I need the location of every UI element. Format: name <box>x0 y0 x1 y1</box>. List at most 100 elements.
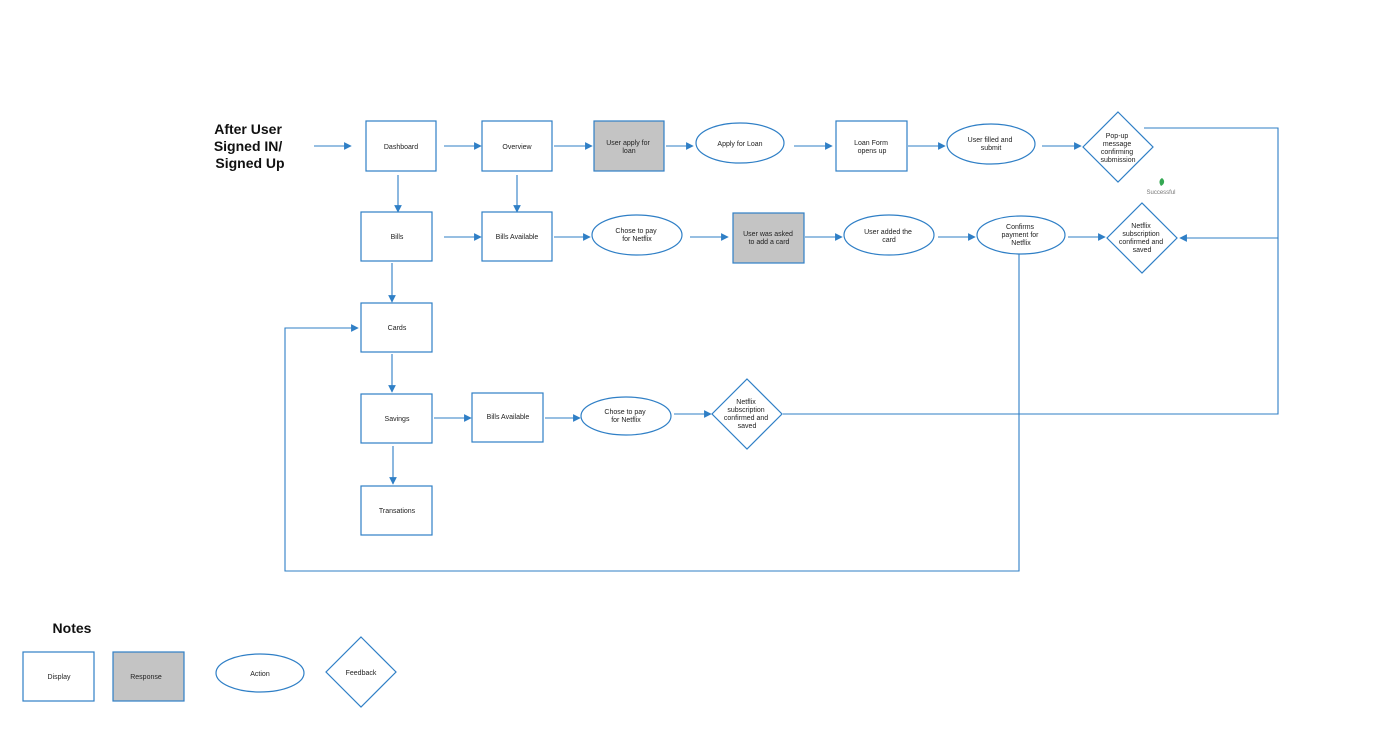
success-label: Successful <box>1146 190 1175 196</box>
node-bills-available <box>471 392 544 443</box>
node-label: Pop-up message confirming submission <box>1100 133 1135 164</box>
node-label-line: Pop-up <box>1106 133 1129 140</box>
flow-title-line: Signed IN/ <box>214 138 283 154</box>
legend-action-label: Action <box>250 671 270 678</box>
node-label-line: Netflix <box>1131 223 1151 230</box>
node-label: Netflix subscription confirmed and saved <box>724 399 770 430</box>
node-label-line: subscription <box>727 407 764 414</box>
node-label: Chose to pay for Netflix <box>604 409 647 424</box>
node-label: Savings <box>385 416 410 423</box>
legend: Notes Display Response Action Feedback <box>22 620 397 708</box>
node-label: Bills Available <box>496 234 539 241</box>
node-label-line: User apply for <box>606 140 650 147</box>
node-popup-message <box>1082 111 1154 183</box>
connector-line <box>783 238 1279 415</box>
node-netflix-confirmed <box>711 378 783 450</box>
node-netflix-confirmed <box>1106 202 1178 274</box>
node-label: Chose to pay for Netflix <box>615 228 658 243</box>
node-dashboard <box>365 120 437 172</box>
node-label-line: confirming <box>1101 149 1133 156</box>
legend-display-shape <box>22 651 95 702</box>
node-label-line: Bills <box>391 234 404 241</box>
node-label: Dashboard <box>384 144 418 151</box>
node-label: Cards <box>388 325 407 332</box>
node-label: Confirms payment for Netflix <box>1002 224 1041 247</box>
node-label-line: to add a card <box>749 239 790 246</box>
node-label-line: confirmed and <box>1119 239 1163 246</box>
node-label-line: User added the <box>864 229 912 236</box>
node-cards <box>360 302 433 353</box>
node-label-line: for Netflix <box>611 417 641 424</box>
legend-display-label: Display <box>48 674 71 681</box>
success-icon <box>1159 178 1165 186</box>
node-label-line: saved <box>738 423 757 430</box>
legend-feedback-label: Feedback <box>346 670 377 677</box>
flow-title-line: Signed Up <box>215 155 284 171</box>
node-label-line: Bills Available <box>496 234 539 241</box>
success-status: Successful <box>1146 178 1176 196</box>
node-label-line: message <box>1103 141 1132 148</box>
node-label-line: subscription <box>1122 231 1159 238</box>
legend-action-shape <box>215 653 305 693</box>
node-label-line: User was asked <box>743 231 793 238</box>
node-label-line: Chose to pay <box>604 409 646 416</box>
node-user-apply-loan <box>593 120 665 172</box>
connector-arrow <box>1144 127 1279 242</box>
legend-feedback-shape <box>325 636 397 708</box>
node-label-line: for Netflix <box>622 236 652 243</box>
node-label-line: Netflix <box>1011 240 1031 247</box>
node-label: User filled and submit <box>968 137 1015 152</box>
node-label: Netflix subscription confirmed and saved <box>1119 223 1165 254</box>
connectors <box>284 127 1279 572</box>
node-overview <box>481 120 553 172</box>
node-label-line: Overview <box>502 144 532 151</box>
node-label-line: submission <box>1100 157 1135 164</box>
node-label: Transations <box>379 508 416 515</box>
node-label: User apply for loan <box>606 140 652 155</box>
node-label-line: Loan Form <box>854 140 888 147</box>
node-bills <box>360 211 433 262</box>
node-user-asked-card <box>732 212 805 264</box>
node-label: User was asked to add a card <box>743 231 795 246</box>
node-confirms-payment <box>976 215 1066 255</box>
node-savings <box>360 393 433 444</box>
node-label-line: opens up <box>858 148 887 155</box>
node-label-line: Confirms <box>1006 224 1035 231</box>
connector-arrow <box>284 254 1020 572</box>
node-label-line: Netflix <box>736 399 756 406</box>
node-label-line: Chose to pay <box>615 228 657 235</box>
node-user-added-card <box>843 214 935 256</box>
node-chose-to-pay <box>591 214 683 256</box>
legend-response-shape <box>112 651 185 702</box>
node-label-line: Savings <box>385 416 410 423</box>
node-bills-available <box>481 211 553 262</box>
node-label-line: Cards <box>388 325 407 332</box>
node-label-line: Transations <box>379 508 416 515</box>
node-label: Bills <box>391 234 404 241</box>
flow-title-line: After User <box>214 121 282 137</box>
flow-title: After User Signed IN/ Signed Up <box>214 121 286 171</box>
node-label: Loan Form opens up <box>854 140 890 155</box>
node-chose-to-pay <box>580 396 672 436</box>
node-label: Overview <box>502 144 532 151</box>
node-label-line: confirmed and <box>724 415 768 422</box>
node-label-line: Dashboard <box>384 144 418 151</box>
legend-response-label: Response <box>130 674 162 681</box>
node-label-line: loan <box>622 148 635 155</box>
node-label-line: payment for <box>1002 232 1040 239</box>
legend-title: Notes <box>53 620 92 636</box>
node-label-line: Bills Available <box>487 414 530 421</box>
node-label-line: saved <box>1133 247 1152 254</box>
node-loan-form <box>835 120 908 172</box>
node-label: Apply for Loan <box>717 141 762 148</box>
node-label-line: User filled and <box>968 137 1013 144</box>
node-label: Bills Available <box>487 414 530 421</box>
node-label-line: card <box>882 237 896 244</box>
node-apply-for-loan <box>695 122 785 164</box>
node-label-line: submit <box>981 145 1002 152</box>
node-transactions <box>360 485 433 536</box>
node-user-filled-submit <box>946 123 1036 165</box>
node-label-line: Apply for Loan <box>717 141 762 148</box>
